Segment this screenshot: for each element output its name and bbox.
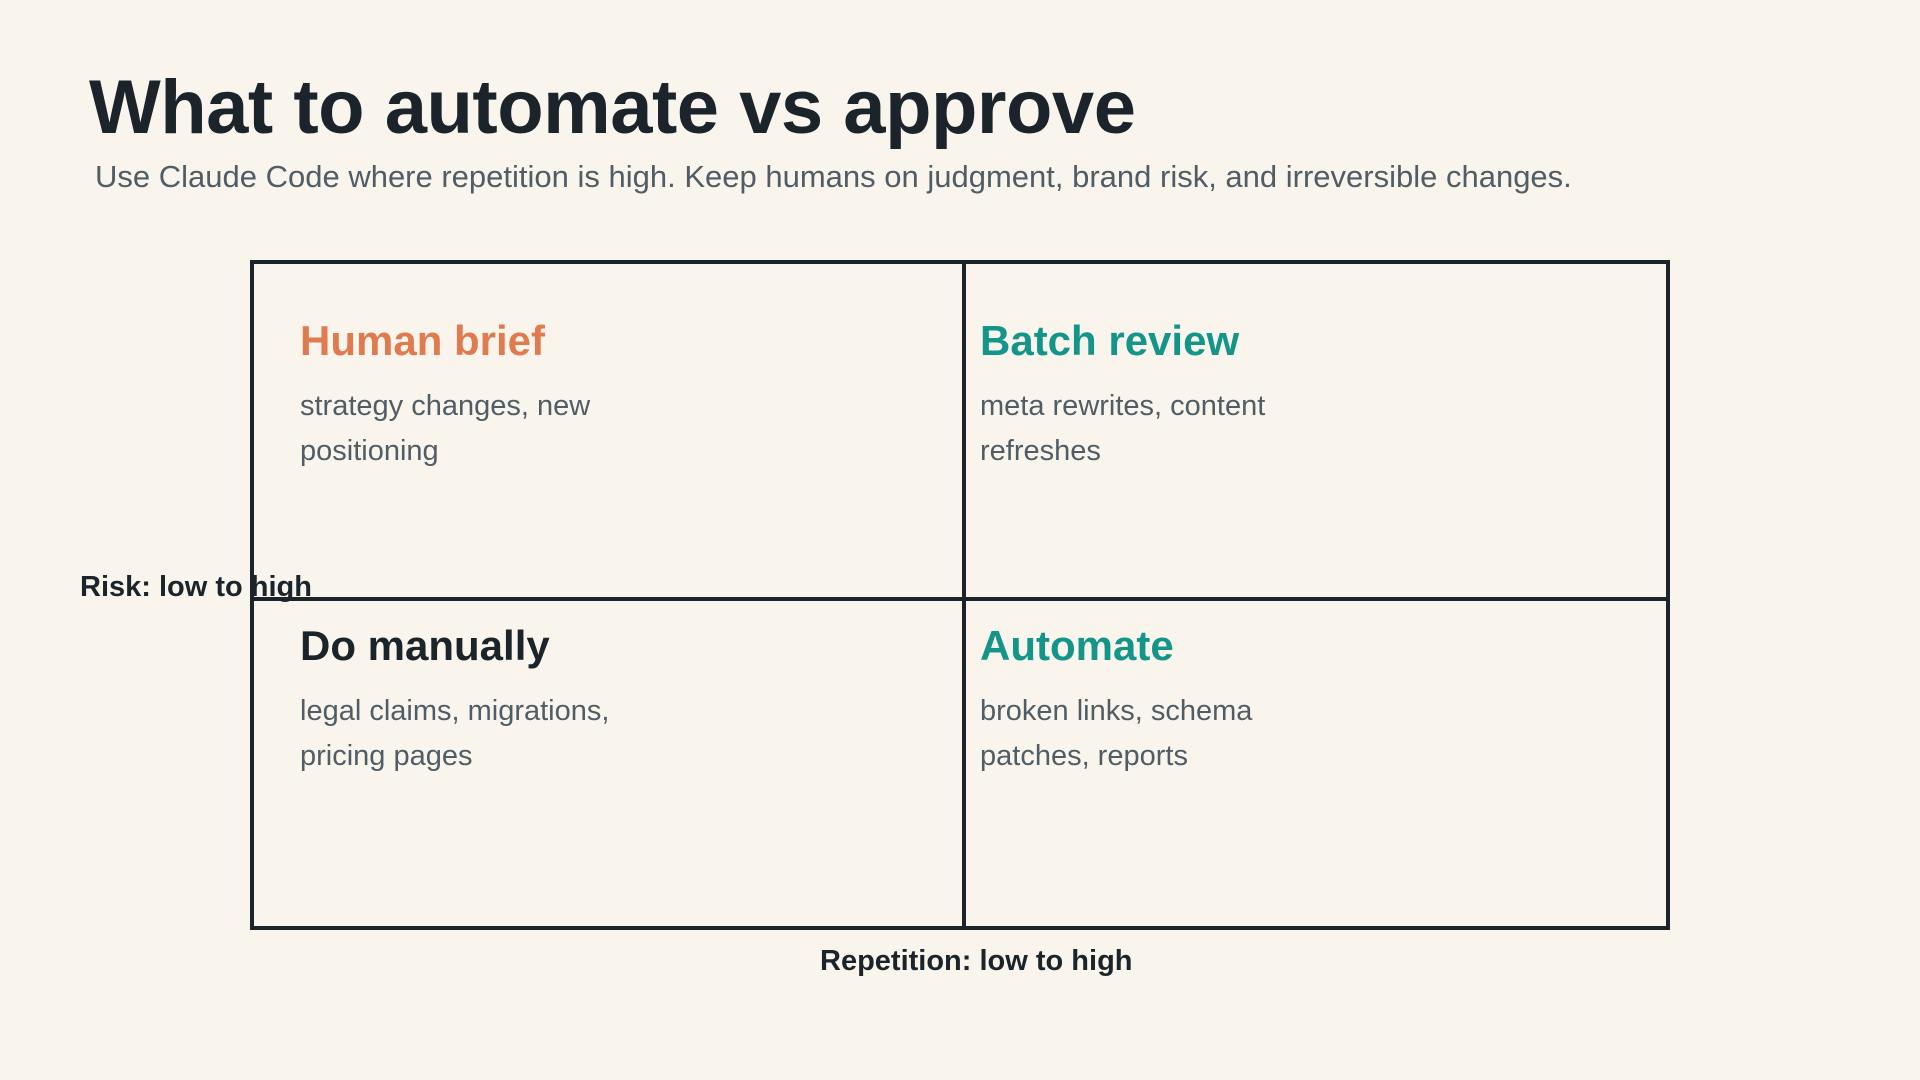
quadrant-title: Batch review (980, 317, 1240, 364)
quadrant-title: Automate (980, 622, 1174, 669)
quadrant-human-brief: Human brief strategy changes, new positi… (300, 316, 680, 474)
slide-subtitle: Use Claude Code where repetition is high… (95, 159, 1572, 194)
quadrant-title: Human brief (300, 317, 546, 364)
quadrant-do-manually: Do manually legal claims, migrations, pr… (300, 621, 680, 779)
horizontal-divider (254, 597, 1666, 601)
quadrant-description: meta rewrites, content refreshes (980, 390, 1266, 468)
quadrant-description: legal claims, migrations, pricing pages (300, 695, 610, 773)
quadrant-description: strategy changes, new positioning (300, 390, 591, 468)
quadrant-title: Do manually (300, 622, 550, 669)
x-axis-label: Repetition: low to high (820, 945, 1133, 977)
quadrant-automate: Automate broken links, schema patches, r… (980, 621, 1360, 779)
quadrant-batch-review: Batch review meta rewrites, content refr… (980, 316, 1360, 474)
y-axis-label: Risk: low to high (80, 571, 312, 603)
slide-title: What to automate vs approve (89, 65, 1136, 150)
vertical-divider (962, 264, 966, 926)
quadrant-matrix: Human brief strategy changes, new positi… (250, 260, 1670, 930)
quadrant-description: broken links, schema patches, reports (980, 695, 1253, 773)
